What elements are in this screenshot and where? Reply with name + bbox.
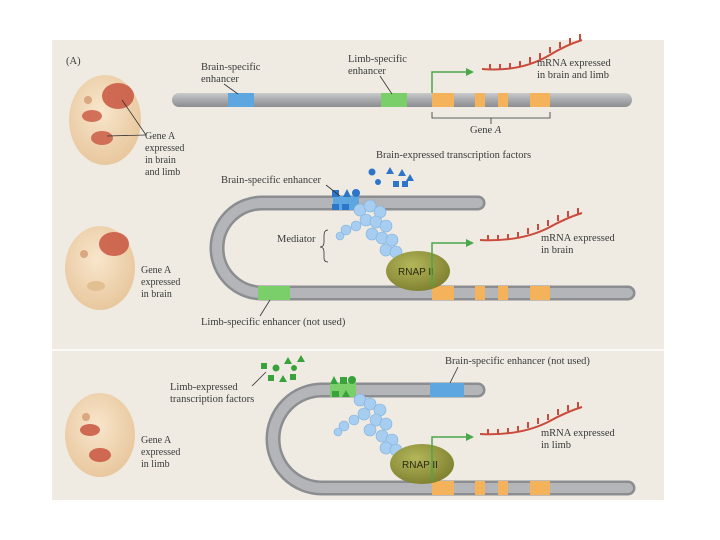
row3-mrna-label: mRNA expressed in limb [541,428,617,451]
panel-label: (A) [66,56,81,67]
exon [432,286,454,300]
row2-dna-loop [209,195,636,301]
embryo-brain-and-limb [69,75,141,165]
transcription-arrow [431,71,466,93]
row1-mrna-label: mRNA expressed in brain and limb [537,58,613,81]
exon [432,481,454,495]
row1-limb-enhancer-label: Limb-specific enhancer [348,54,410,77]
row2-limb-enhancer-label: Limb-specific enhancer (not used) [201,317,346,328]
row2-mrna [479,208,583,242]
transcription-arrow [431,242,466,286]
exon [530,93,550,107]
row3-tf-pointer [251,371,267,387]
exon [498,93,508,107]
row2-mediator-label: Mediator [277,234,316,245]
embryo-pointer-line [106,134,147,137]
row1-dna [172,93,632,107]
row3-dna-loop [265,382,636,496]
row2-mediator [335,199,403,259]
row1-brain-enhancer-label: Brain-specific enhancer [201,62,263,85]
row2-limb-enh-pointer [259,299,271,317]
gene-bracket [431,112,551,124]
row3-mrna [479,402,583,436]
row2-rnap [386,251,450,291]
exon [475,481,485,495]
exon [475,286,485,300]
brain-enhancer-region [228,93,254,107]
exon [432,93,454,107]
exon [530,481,550,495]
arrowhead [466,433,474,441]
row1-brain-enh-pointer [223,83,239,95]
brain-enhancer-region [333,196,359,210]
row3-bound-transcription-factors [330,376,356,397]
arrowhead [466,68,474,76]
embryo-caption-row1: Gene A expressed in brain and limb [145,131,187,178]
row2-tf-label: Brain-expressed transcription factors [376,150,531,161]
row2-rnap-label: RNAP II [398,267,434,278]
exon [498,286,508,300]
row2-free-transcription-factors [368,167,414,187]
row2-brain-enh-pointer [325,184,341,197]
gene-label: Gene A [470,125,502,136]
embryo-brain-only [65,226,135,310]
row3-rnap [390,444,454,484]
row3-free-transcription-factors [261,355,305,382]
row1-limb-enh-pointer [379,75,393,95]
brain-enhancer-region [430,383,464,397]
exon [498,481,508,495]
row3-brain-enhancer-label: Brain-specific enhancer (not used) [445,356,590,367]
row2-bound-transcription-factors [332,189,360,210]
embryo-limb-only [65,393,135,477]
embryo-caption-row3: Gene A expressed in limb [141,435,183,470]
limb-enhancer-region [381,93,407,107]
row2-brain-enhancer-label: Brain-specific enhancer [221,175,321,186]
row3-tf-label: Limb-expressed transcription factors [170,382,254,405]
row1-mrna [481,34,583,71]
row3-brain-enh-pointer [449,366,459,384]
arrowhead [466,239,474,247]
row3-rnap-label: RNAP II [402,460,438,471]
embryo-pointer-line [121,99,147,136]
row2-mrna-label: mRNA expressed in brain [541,233,617,256]
limb-enhancer-region [258,286,290,300]
transcription-arrow [431,436,466,481]
exon [530,286,550,300]
exon [475,93,485,107]
mediator-bracket [319,229,329,263]
embryo-caption-row2: Gene A expressed in brain [141,265,183,300]
